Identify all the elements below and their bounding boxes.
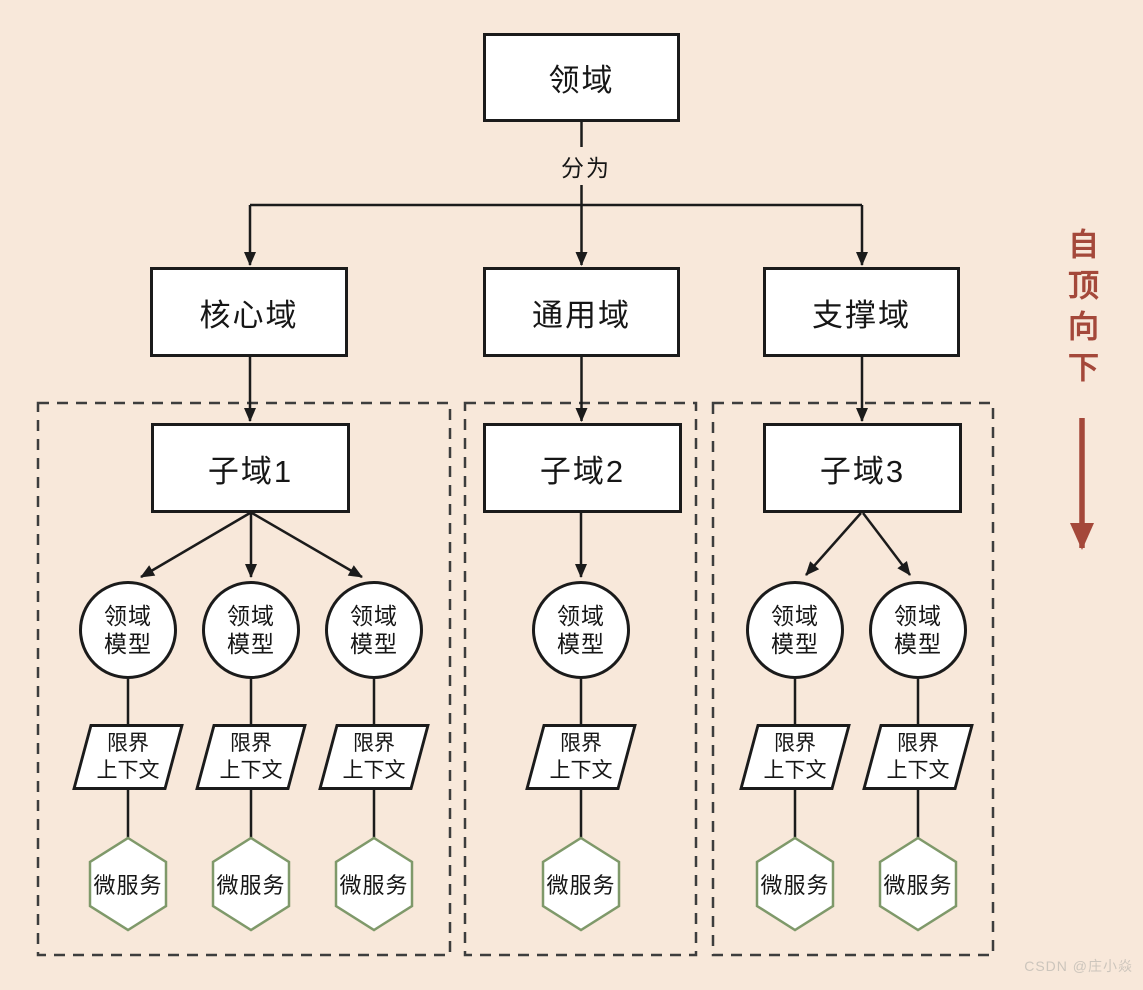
- hexagon-shape: [334, 836, 414, 932]
- node-bounded-context-6: 限界 上下文: [860, 724, 976, 790]
- node-core-domain-label: 核心域: [199, 297, 299, 333]
- node-domain-root: 领域: [483, 33, 680, 122]
- node-domain-model-4: 领域 模型: [532, 581, 630, 679]
- hexagon-shape: [88, 836, 168, 932]
- microservice-label: 微服务: [339, 873, 409, 898]
- node-subdomain-3-label: 子域3: [819, 453, 906, 489]
- node-subdomain-2-label: 子域2: [539, 453, 626, 489]
- bounded-context-label-line2: 上下文: [219, 759, 283, 782]
- tree-connectors: [126, 122, 920, 838]
- domain-model-label-line2: 模型: [771, 631, 819, 657]
- node-domain-model-1: 领域 模型: [79, 581, 177, 679]
- microservice-label: 微服务: [546, 873, 616, 898]
- microservice-label: 微服务: [760, 873, 830, 898]
- node-domain-model-2: 领域 模型: [202, 581, 300, 679]
- bounded-context-label-line1: 限界: [353, 731, 395, 755]
- node-subdomain-1-label: 子域1: [207, 453, 294, 489]
- bounded-context-label-line2: 上下文: [886, 759, 950, 782]
- node-bounded-context-4: 限界 上下文: [523, 724, 639, 790]
- domain-model-label-line1: 领域: [227, 602, 275, 629]
- domain-model-label-line1: 领域: [350, 602, 398, 629]
- node-domain-model-5: 领域 模型: [746, 581, 844, 679]
- node-microservice-4: 微服务: [539, 836, 623, 932]
- domain-model-label-line2: 模型: [557, 631, 605, 657]
- node-generic-domain: 通用域: [483, 267, 680, 357]
- node-domain-model-6: 领域 模型: [869, 581, 967, 679]
- node-generic-domain-label: 通用域: [532, 297, 631, 333]
- domain-model-label-line1: 领域: [771, 602, 819, 629]
- node-microservice-2: 微服务: [209, 836, 293, 932]
- bounded-context-label-line1: 限界: [774, 731, 816, 755]
- node-domain-root-label: 领域: [548, 63, 615, 98]
- node-bounded-context-1: 限界 上下文: [70, 724, 186, 790]
- hexagon-shape: [211, 836, 291, 932]
- bounded-context-label-line2: 上下文: [763, 759, 827, 782]
- node-bounded-context-5: 限界 上下文: [737, 724, 853, 790]
- node-subdomain-1: 子域1: [151, 423, 350, 513]
- node-supporting-domain-label: 支撑域: [812, 297, 911, 333]
- microservice-label: 微服务: [93, 873, 163, 898]
- node-bounded-context-2: 限界 上下文: [193, 724, 309, 790]
- domain-model-label-line2: 模型: [227, 631, 275, 657]
- domain-model-label-line2: 模型: [104, 631, 152, 657]
- node-core-domain: 核心域: [150, 267, 348, 357]
- domain-model-label-line1: 领域: [104, 602, 152, 629]
- domain-model-label-line2: 模型: [894, 631, 942, 657]
- hexagon-shape: [541, 836, 621, 932]
- domain-model-label-line2: 模型: [350, 631, 398, 657]
- node-bounded-context-3: 限界 上下文: [316, 724, 432, 790]
- node-microservice-5: 微服务: [753, 836, 837, 932]
- group-border-core-domain: [36, 401, 452, 957]
- node-supporting-domain: 支撑域: [763, 267, 960, 357]
- microservice-label: 微服务: [216, 873, 286, 898]
- node-microservice-3: 微服务: [332, 836, 416, 932]
- node-subdomain-3: 子域3: [763, 423, 962, 513]
- group-border-supporting-domain: [711, 401, 995, 957]
- bounded-context-label-line2: 上下文: [549, 759, 613, 782]
- watermark: CSDN @庄小焱: [1024, 958, 1133, 974]
- node-subdomain-2: 子域2: [483, 423, 682, 513]
- bounded-context-label-line1: 限界: [230, 731, 272, 755]
- bounded-context-label-line1: 限界: [107, 731, 149, 755]
- node-microservice-1: 微服务: [86, 836, 170, 932]
- bounded-context-label-line2: 上下文: [342, 759, 406, 782]
- node-domain-model-3: 领域 模型: [325, 581, 423, 679]
- hexagon-shape: [878, 836, 958, 932]
- domain-model-label-line1: 领域: [894, 602, 942, 629]
- bounded-context-label-line1: 限界: [560, 731, 602, 755]
- microservice-label: 微服务: [883, 873, 953, 898]
- hexagon-shape: [755, 836, 835, 932]
- bounded-context-label-line1: 限界: [897, 731, 939, 755]
- bounded-context-label-line2: 上下文: [96, 759, 160, 782]
- domain-model-label-line1: 领域: [557, 602, 605, 629]
- node-microservice-6: 微服务: [876, 836, 960, 932]
- edge-label-split: 分为: [552, 147, 620, 185]
- side-note-top-down: 自顶向下: [1063, 228, 1098, 392]
